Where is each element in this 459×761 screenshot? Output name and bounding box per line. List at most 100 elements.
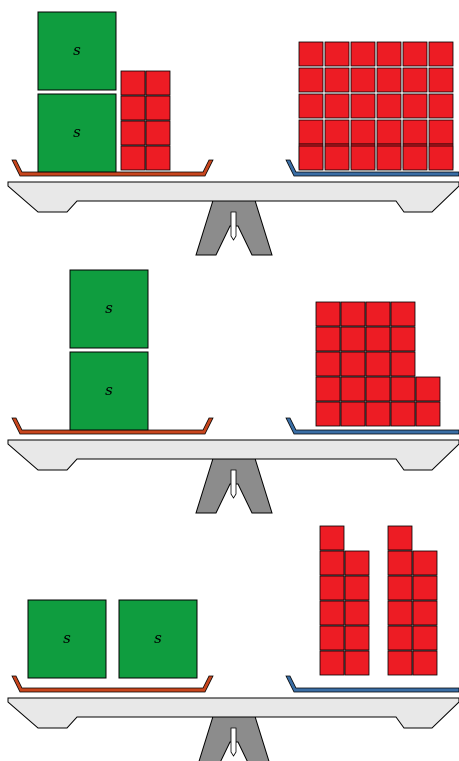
unit-square-right: [316, 402, 340, 426]
variable-square: s: [70, 352, 148, 430]
unit-square-right: [366, 352, 390, 376]
unit-square-right: [413, 601, 437, 625]
unit-square-right: [320, 551, 344, 575]
unit-square-right: [325, 146, 349, 170]
variable-square-label: s: [154, 629, 162, 647]
unit-square-right: [345, 601, 369, 625]
unit-square-right: [377, 68, 401, 92]
variable-square-label: s: [73, 41, 81, 59]
unit-square-right: [366, 377, 390, 401]
variable-square: s: [28, 600, 106, 678]
right-pan: [286, 676, 459, 692]
unit-square-right: [299, 42, 323, 66]
unit-square-right: [351, 42, 375, 66]
unit-square-right: [341, 352, 365, 376]
variable-square: s: [70, 270, 148, 348]
unit-square-right: [429, 94, 453, 118]
unit-square-right: [316, 377, 340, 401]
balance-scale-1: ss: [8, 12, 459, 255]
unit-square-right: [416, 377, 440, 401]
unit-square-right: [341, 327, 365, 351]
unit-square-right: [413, 551, 437, 575]
unit-square-right: [366, 302, 390, 326]
fulcrum-pin: [231, 470, 236, 498]
fulcrum-pin: [231, 728, 236, 756]
unit-square-right: [341, 302, 365, 326]
unit-square-right: [377, 94, 401, 118]
unit-square-right: [316, 352, 340, 376]
unit-square-right: [320, 526, 344, 550]
unit-square-right: [391, 402, 415, 426]
unit-square-right: [341, 402, 365, 426]
unit-square-right: [320, 601, 344, 625]
unit-square-right: [320, 651, 344, 675]
unit-square-right: [416, 402, 440, 426]
unit-square-right: [388, 651, 412, 675]
unit-square-right: [345, 551, 369, 575]
unit-square-right: [345, 651, 369, 675]
variable-square-label: s: [73, 123, 81, 141]
unit-square-right: [325, 68, 349, 92]
unit-square-right: [377, 120, 401, 144]
unit-square-left: [146, 121, 170, 145]
variable-square-label: s: [63, 629, 71, 647]
unit-square-right: [316, 327, 340, 351]
unit-square-right: [299, 94, 323, 118]
unit-square-right: [325, 42, 349, 66]
unit-square-right: [299, 120, 323, 144]
variable-square: s: [119, 600, 197, 678]
unit-square-right: [366, 402, 390, 426]
unit-square-right: [351, 68, 375, 92]
unit-square-right: [413, 576, 437, 600]
unit-square-right: [388, 526, 412, 550]
unit-square-right: [316, 302, 340, 326]
unit-square-right: [429, 68, 453, 92]
unit-square-left: [121, 96, 145, 120]
unit-square-left: [121, 71, 145, 95]
unit-square-left: [146, 96, 170, 120]
unit-square-right: [377, 42, 401, 66]
unit-square-right: [403, 120, 427, 144]
unit-square-right: [325, 94, 349, 118]
unit-square-right: [299, 68, 323, 92]
unit-square-right: [377, 146, 401, 170]
unit-square-right: [341, 377, 365, 401]
unit-square-right: [388, 551, 412, 575]
unit-square-right: [391, 352, 415, 376]
unit-square-right: [391, 302, 415, 326]
unit-square-right: [299, 146, 323, 170]
variable-square: s: [38, 94, 116, 172]
unit-square-right: [429, 146, 453, 170]
variable-square-label: s: [105, 381, 113, 399]
unit-square-right: [388, 626, 412, 650]
unit-square-left: [146, 146, 170, 170]
unit-square-right: [413, 626, 437, 650]
unit-square-right: [388, 576, 412, 600]
unit-square-right: [345, 576, 369, 600]
unit-square-right: [391, 377, 415, 401]
unit-square-right: [351, 146, 375, 170]
variable-square-label: s: [105, 299, 113, 317]
unit-square-right: [366, 327, 390, 351]
unit-square-right: [345, 626, 369, 650]
unit-square-left: [121, 121, 145, 145]
unit-square-left: [121, 146, 145, 170]
unit-square-left: [146, 71, 170, 95]
unit-square-right: [403, 94, 427, 118]
unit-square-right: [320, 626, 344, 650]
unit-square-right: [403, 146, 427, 170]
unit-square-right: [325, 120, 349, 144]
unit-square-right: [388, 601, 412, 625]
unit-square-right: [351, 120, 375, 144]
unit-square-right: [429, 120, 453, 144]
balance-scale-2: ss: [8, 270, 459, 513]
variable-square: s: [38, 12, 116, 90]
unit-square-right: [351, 94, 375, 118]
unit-square-right: [429, 42, 453, 66]
unit-square-right: [413, 651, 437, 675]
unit-square-right: [320, 576, 344, 600]
unit-square-right: [403, 42, 427, 66]
unit-square-right: [391, 327, 415, 351]
